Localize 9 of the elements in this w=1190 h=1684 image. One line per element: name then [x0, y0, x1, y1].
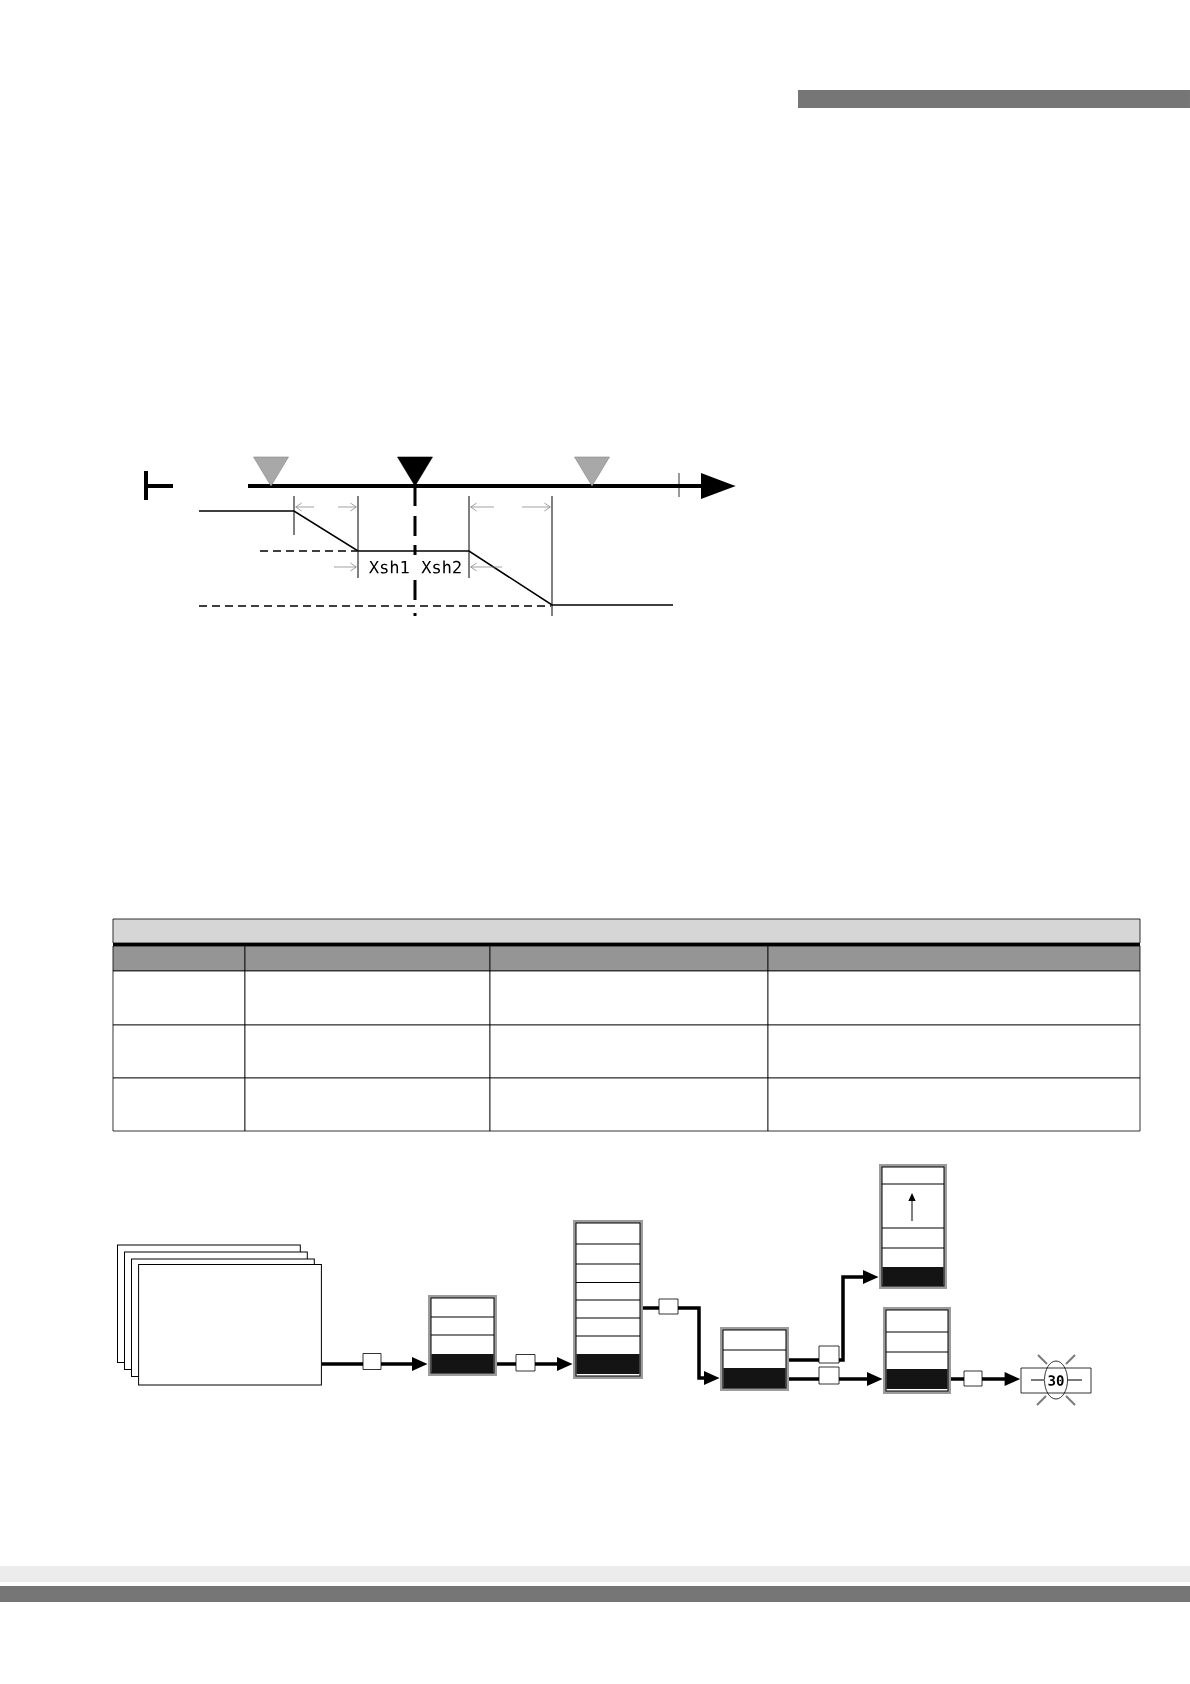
menu-screen — [428, 1295, 497, 1376]
menu-screen — [879, 1164, 947, 1289]
dimension-label: Xsh1 — [369, 560, 409, 574]
display-window: 30 — [1020, 1367, 1092, 1394]
dimension-label: Xsh2 — [421, 560, 461, 574]
menu-screen — [883, 1307, 951, 1394]
menu-screen — [720, 1327, 789, 1391]
page-stack — [117, 1244, 322, 1386]
menu-screen — [573, 1220, 643, 1379]
